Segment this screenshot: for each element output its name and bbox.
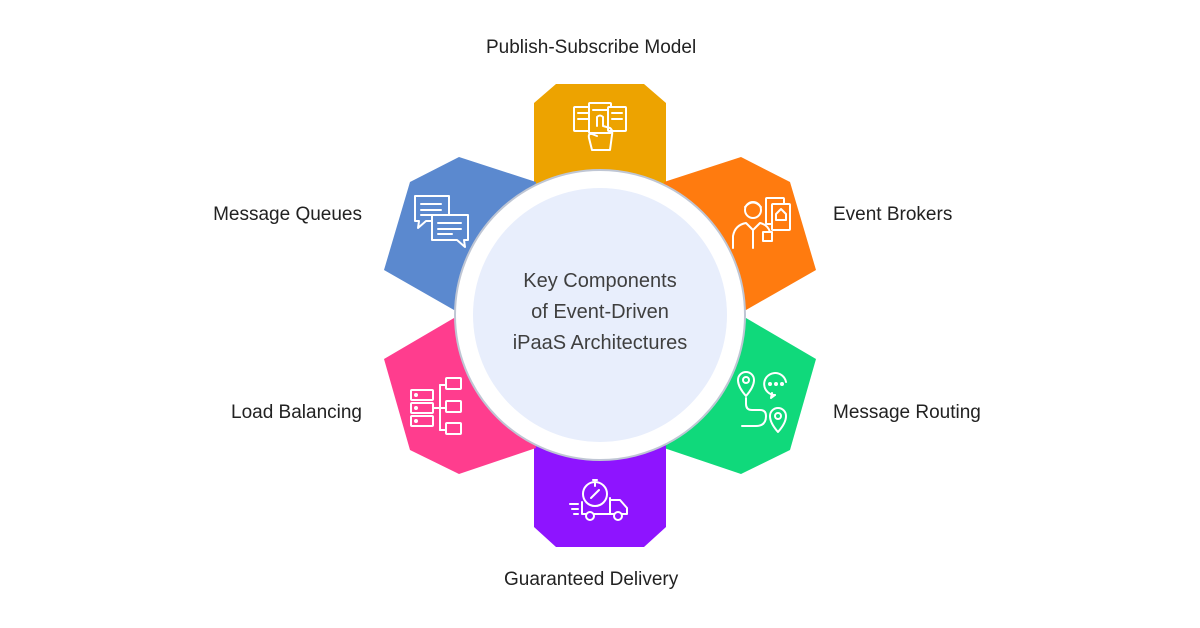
label-load-balancing: Load Balancing — [231, 402, 362, 423]
chat-bubbles-icon — [414, 195, 469, 248]
broker-person-icon — [732, 197, 791, 249]
server-network-icon — [410, 377, 462, 435]
label-event-brokers: Event Brokers — [833, 204, 953, 225]
center-title-line-1: Key Components — [523, 270, 677, 292]
center-title-line-2: of Event-Driven — [531, 301, 669, 323]
label-guaranteed-delivery: Guaranteed Delivery — [504, 569, 679, 590]
center-title-line-3: iPaaS Architectures — [512, 332, 688, 354]
touch-screen-icon — [573, 102, 627, 151]
center-title: Key Components of Event-Driven iPaaS Arc… — [480, 266, 720, 359]
hub-inner-circle — [473, 188, 727, 442]
delivery-truck-icon — [569, 479, 628, 521]
label-publish-subscribe-model: Publish-Subscribe Model — [486, 37, 697, 58]
label-message-routing: Message Routing — [833, 402, 981, 423]
label-message-queues: Message Queues — [213, 204, 362, 225]
route-pins-icon — [737, 371, 787, 433]
